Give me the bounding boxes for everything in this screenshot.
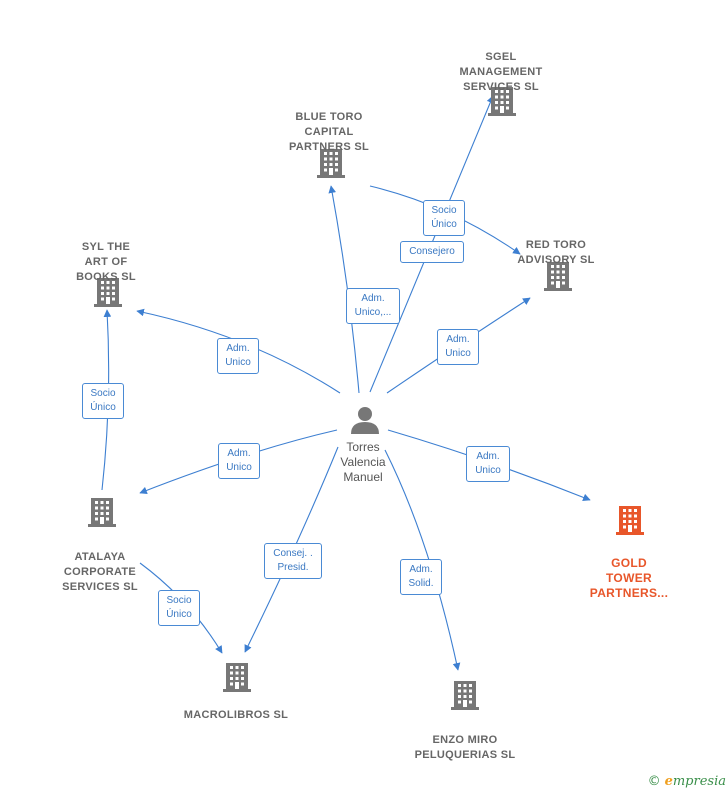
copyright-icon: © xyxy=(647,774,661,789)
node-label-bluetoro[interactable]: BLUE TORO CAPITAL PARTNERS SL xyxy=(288,111,370,153)
edge-label-person-redtoro[interactable]: Adm. Unico xyxy=(437,329,479,365)
edge-label-atalaya-syl[interactable]: Socio Único xyxy=(82,383,124,419)
edge-label-person-enzo[interactable]: Adm. Solid. xyxy=(400,559,442,595)
building-icon[interactable] xyxy=(616,506,644,535)
edge-person-enzo xyxy=(384,449,461,671)
edge-label-atalaya-macrolibros[interactable]: Socio Único xyxy=(158,590,200,626)
person-label[interactable]: Torres Valencia Manuel xyxy=(340,440,386,484)
person-icon[interactable] xyxy=(351,407,379,434)
node-label-macrolibros[interactable]: MACROLIBROS SL xyxy=(183,709,289,721)
node-label-sgel[interactable]: SGEL MANAGEMENT SERVICES SL xyxy=(459,51,543,93)
edge-label-person-syl[interactable]: Adm. Unico xyxy=(217,338,259,374)
empresia-brand[interactable]: ©empresia xyxy=(648,774,726,789)
building-icon[interactable] xyxy=(88,498,116,527)
edge-label-person-bluetoro[interactable]: Adm. Unico,... xyxy=(346,288,400,324)
node-label-gold[interactable]: GOLD TOWER PARTNERS... xyxy=(589,556,669,600)
building-icon[interactable] xyxy=(451,681,479,710)
edge-label-bluetoro-redtoro[interactable]: Socio Único xyxy=(423,200,465,236)
edge-label-person-gold[interactable]: Adm. Unico xyxy=(466,446,510,482)
brand-name: mpresia xyxy=(672,774,726,789)
node-label-syl[interactable]: SYL THE ART OF BOOKS SL xyxy=(76,241,136,283)
edge-label-person-macrolibros[interactable]: Consej. . Presid. xyxy=(264,543,322,579)
node-label-redtoro[interactable]: RED TORO ADVISORY SL xyxy=(517,239,595,266)
edge-label-person-sgel[interactable]: Consejero xyxy=(400,241,464,263)
building-icon[interactable] xyxy=(223,663,251,692)
node-label-atalaya[interactable]: ATALAYA CORPORATE SERVICES SL xyxy=(62,551,138,593)
edge-label-person-atalaya[interactable]: Adm. Unico xyxy=(218,443,260,479)
node-label-enzo[interactable]: ENZO MIRO PELUQUERIAS SL xyxy=(414,734,516,761)
brand-initial: e xyxy=(664,774,673,789)
